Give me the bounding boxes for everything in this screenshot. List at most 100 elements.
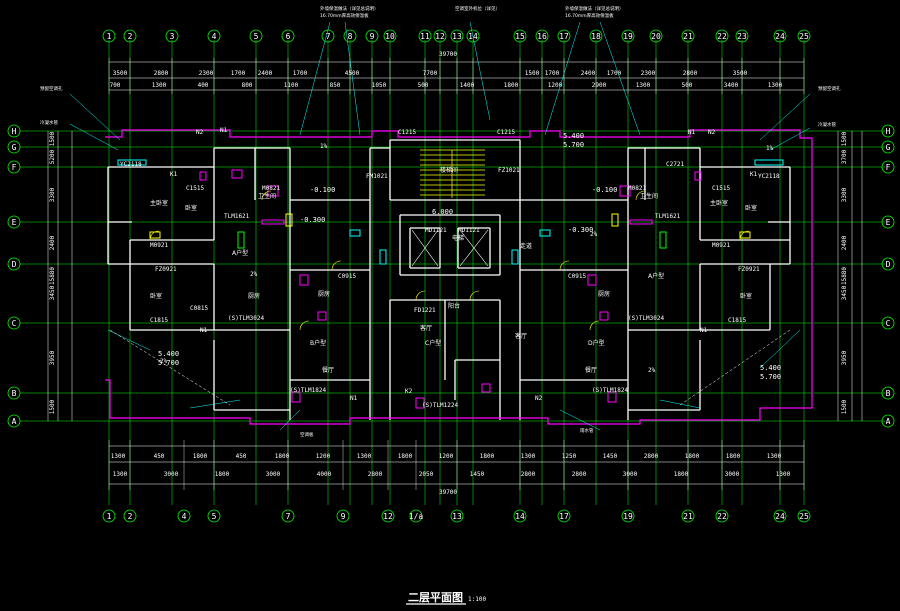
dim-top-row2: 1300 — [152, 82, 167, 89]
dim-top-row1: 2300 — [641, 70, 656, 77]
leader-line — [69, 123, 119, 151]
dim-top-row2: 1300 — [768, 82, 783, 89]
dim-bottom-row2: 4000 — [317, 471, 332, 478]
room-dining-right: 餐厅 — [585, 366, 597, 374]
bottom-note-1: 空调板 — [300, 431, 314, 438]
code-tlm1621-right: TLM1621 — [655, 213, 681, 220]
axis-number-bottom: 12 — [383, 512, 393, 521]
fixture-symbol — [694, 171, 702, 181]
code-c1815-left: C1815 — [150, 317, 168, 324]
axis-bubble-left — [7, 316, 21, 330]
room-bedroom-right-1: 卧室 — [745, 204, 757, 212]
door-swing — [415, 290, 426, 301]
dim-bottom-row2: 1800 — [215, 471, 230, 478]
axis-letter-right: E — [886, 218, 891, 227]
axis-number-bottom: 19 — [623, 512, 633, 521]
slab-outline — [105, 129, 813, 425]
axis-letter-left: G — [12, 143, 17, 152]
axis-number-top: 1 — [107, 32, 112, 41]
code-n1-tl: N1 — [220, 127, 228, 134]
axis-bubble-bottom — [409, 509, 423, 523]
elev-top-2: 5.700 — [563, 141, 584, 149]
elev-right-low-2: 5.700 — [760, 373, 781, 381]
elev-left-1: -0.100 — [310, 186, 335, 194]
axis-bubble-right — [881, 414, 895, 428]
axis-bubble-top — [735, 29, 749, 43]
axis-bubble-top — [773, 29, 787, 43]
leader-line — [759, 93, 811, 141]
dim-bottom-row1: 1300 — [521, 453, 536, 460]
elev-left-low-2: 5.700 — [158, 359, 179, 367]
slope-pct-3: 1% — [320, 143, 328, 150]
axis-number-bottom: 2 — [128, 512, 133, 521]
door-swing — [635, 190, 646, 201]
dim-left: 3950 — [49, 350, 56, 365]
code-n2-br: N2 — [535, 395, 543, 402]
balcony-slope — [109, 329, 231, 406]
leader-line — [107, 329, 151, 351]
axis-number-top: 22 — [717, 32, 727, 41]
dim-top-row1: 7700 — [423, 70, 438, 77]
axis-bubble-top — [123, 29, 137, 43]
door-swing — [261, 190, 272, 201]
drawing-title: 二层平面图 — [408, 591, 463, 604]
axis-number-top: 10 — [385, 32, 395, 41]
axis-number-bottom: 22 — [717, 512, 727, 521]
axis-number-top: 15 — [515, 32, 525, 41]
axis-number-bottom: 1 — [107, 512, 112, 521]
axis-letter-right: C — [886, 319, 891, 328]
axis-letter-right: H — [886, 127, 891, 136]
fixture-symbol — [379, 249, 387, 265]
dim-bottom-row2: 2800 — [368, 471, 383, 478]
axis-bubble-bottom — [381, 509, 395, 523]
dim-bottom-row2: 3000 — [266, 471, 281, 478]
dim-top-row2: 850 — [330, 82, 341, 89]
fixture-symbol — [415, 397, 425, 409]
elev-lobby: 6.000 — [432, 208, 453, 216]
axis-bubble-right — [881, 215, 895, 229]
code-fz1021: FZ1021 — [498, 167, 520, 174]
elevator-cross — [411, 229, 439, 267]
slope-pct-1: 2% — [160, 358, 168, 365]
axis-bubble-top — [681, 29, 695, 43]
fixture-symbol — [511, 249, 519, 265]
leader-line — [279, 409, 301, 431]
axis-bubble-bottom — [513, 509, 527, 523]
axis-bubble-bottom — [773, 509, 787, 523]
fixture-symbol — [349, 229, 361, 237]
walls — [107, 139, 791, 420]
axis-bubble-top — [365, 29, 379, 43]
dim-top-row1: 2800 — [683, 70, 698, 77]
code-k1-right: K1 — [750, 171, 758, 178]
dim-left: 2400 — [49, 235, 56, 250]
axis-number-top: 12 — [435, 32, 445, 41]
dim-bottom-row1: 1800 — [193, 453, 208, 460]
side-note-left-2: 冷凝水管 — [40, 119, 58, 126]
axis-number-top: 8 — [348, 32, 353, 41]
code-tlm1824-left: (S)TLM1824 — [290, 387, 327, 394]
room-master-bedroom-right: 主卧室 — [710, 199, 728, 207]
room-unit-a: A户型 — [232, 249, 248, 257]
side-note-left-1: 预留空调孔 — [40, 85, 63, 92]
axis-number-top: 3 — [170, 32, 175, 41]
leader-line — [299, 21, 331, 136]
code-c2721: C2721 — [666, 161, 684, 168]
axis-letter-left: D — [12, 260, 17, 269]
drawing-scale: 1:100 — [468, 596, 486, 603]
dim-right: 1500 — [841, 131, 848, 146]
axis-bubble-bottom — [177, 509, 191, 523]
axis-bubble-top — [557, 29, 571, 43]
dim-bottom-row2: 1800 — [674, 471, 689, 478]
axis-letter-left: H — [12, 127, 17, 136]
fixture-symbol — [261, 219, 285, 225]
fixture-symbol — [754, 159, 784, 166]
dim-top-row2: 500 — [418, 82, 429, 89]
dim-top-row2: 2900 — [592, 82, 607, 89]
dim-bottom-row2: 3000 — [623, 471, 638, 478]
dim-top-row2: 1300 — [636, 82, 651, 89]
axis-bubble-top — [450, 29, 464, 43]
axis-letter-right: B — [886, 389, 891, 398]
code-fd1221: FD1221 — [414, 307, 436, 314]
room-unit-b: B户型 — [310, 339, 326, 347]
